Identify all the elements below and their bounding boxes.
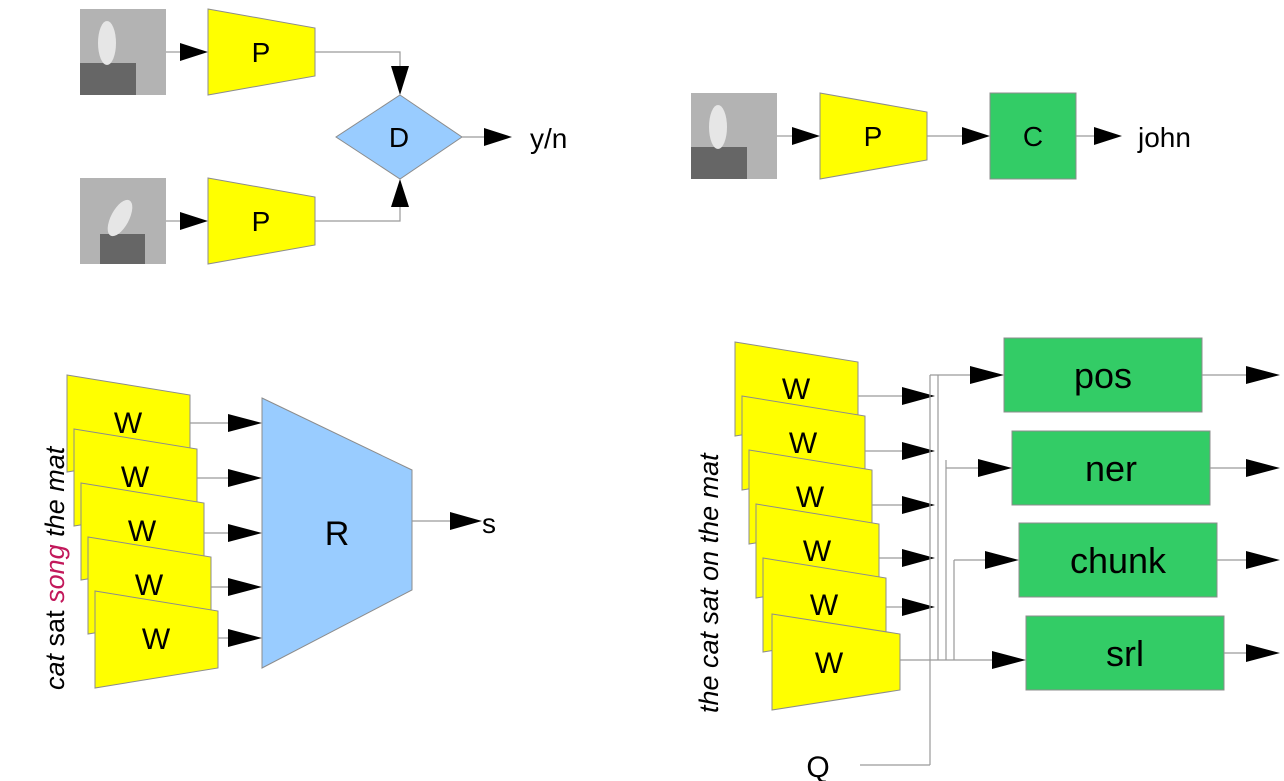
r-combiner-block: R (261, 397, 413, 669)
arrow-head (970, 366, 1004, 384)
p-block-top: P (207, 8, 316, 96)
arrow-head (902, 549, 935, 567)
chunk-task-label: chunk (1070, 540, 1167, 581)
sentence-text: the cat sat on the mat (694, 452, 724, 713)
p-block-bottom-label: P (252, 206, 271, 237)
svg-text:W: W (114, 407, 143, 440)
svg-text:W: W (796, 481, 825, 514)
ner-task-label: ner (1085, 448, 1137, 489)
sentence-word: mat (40, 445, 70, 492)
face-image (691, 93, 777, 179)
arrow-head (992, 651, 1026, 669)
svg-text:W: W (789, 427, 818, 460)
arrow-head (902, 387, 935, 405)
sentence-word: sat (40, 610, 70, 647)
arrow-head (1246, 366, 1280, 384)
arrow-head (985, 551, 1019, 569)
srl-task-block: srl (1025, 615, 1225, 691)
arrow-head (902, 442, 935, 460)
svg-text:W: W (128, 515, 157, 548)
wire (315, 207, 401, 222)
arrow-head (1246, 644, 1280, 662)
arrow-head (902, 598, 935, 616)
arrow-head (391, 66, 409, 95)
r-combiner-label: R (325, 515, 350, 553)
arrow-head (228, 414, 262, 432)
arrow-head (1246, 551, 1280, 569)
arrow-head (792, 127, 820, 145)
face-image-bottom (80, 178, 166, 264)
svg-text:W: W (782, 373, 811, 406)
face-image-top (80, 9, 166, 95)
arrow-head (484, 128, 512, 146)
sentence-word: the (40, 499, 70, 537)
tagging-panel: the cat sat on the mat W W W W W W (694, 337, 1280, 781)
arrow-head (180, 43, 208, 61)
arrow-head (902, 496, 935, 514)
svg-text:W: W (815, 647, 844, 680)
srl-task-label: srl (1106, 633, 1144, 674)
sentence-word: cat (40, 652, 70, 690)
ner-task-block: ner (1011, 430, 1211, 506)
d-combiner-label: D (389, 122, 409, 153)
arrow-head (228, 524, 262, 542)
sentence-output: s (482, 508, 496, 539)
arrow-head (180, 212, 208, 230)
p-block-top-label: P (252, 37, 271, 68)
p-block-bottom: P (207, 177, 316, 265)
arrow-head (228, 629, 262, 647)
verification-panel: P P D y/n (80, 8, 567, 265)
sentence-text: cat sat song the mat (40, 445, 70, 690)
arrow-head (962, 127, 990, 145)
verification-output: y/n (530, 123, 567, 154)
word-block: W (771, 613, 901, 711)
wire (315, 51, 401, 66)
arrow-head (978, 459, 1012, 477)
svg-text:W: W (803, 535, 832, 568)
arrow-head (450, 512, 482, 530)
arrow-head (228, 469, 262, 487)
svg-text:W: W (810, 589, 839, 622)
pos-task-label: pos (1074, 355, 1132, 396)
identification-panel: P C john (691, 92, 1191, 180)
arrow-head (1094, 127, 1122, 145)
query-label: Q (806, 751, 829, 781)
p-block: P (819, 92, 928, 180)
c-classifier-label: C (1023, 121, 1043, 152)
d-combiner-diamond: D (335, 94, 463, 180)
svg-text:W: W (121, 461, 150, 494)
pos-task-block: pos (1003, 337, 1203, 413)
chunk-task-block: chunk (1018, 522, 1218, 598)
arrow-head (228, 578, 262, 596)
sentence-word-highlighted: song (40, 544, 70, 603)
sentence-panel: cat sat song the mat W W W W W (40, 374, 496, 690)
arrow-head (391, 179, 409, 207)
c-classifier-block: C (989, 92, 1077, 180)
svg-text:W: W (135, 569, 164, 602)
svg-text:W: W (142, 623, 171, 656)
p-block-label: P (864, 121, 883, 152)
word-block: W (94, 590, 219, 689)
identification-output: john (1137, 122, 1191, 153)
arrow-head (1246, 459, 1280, 477)
